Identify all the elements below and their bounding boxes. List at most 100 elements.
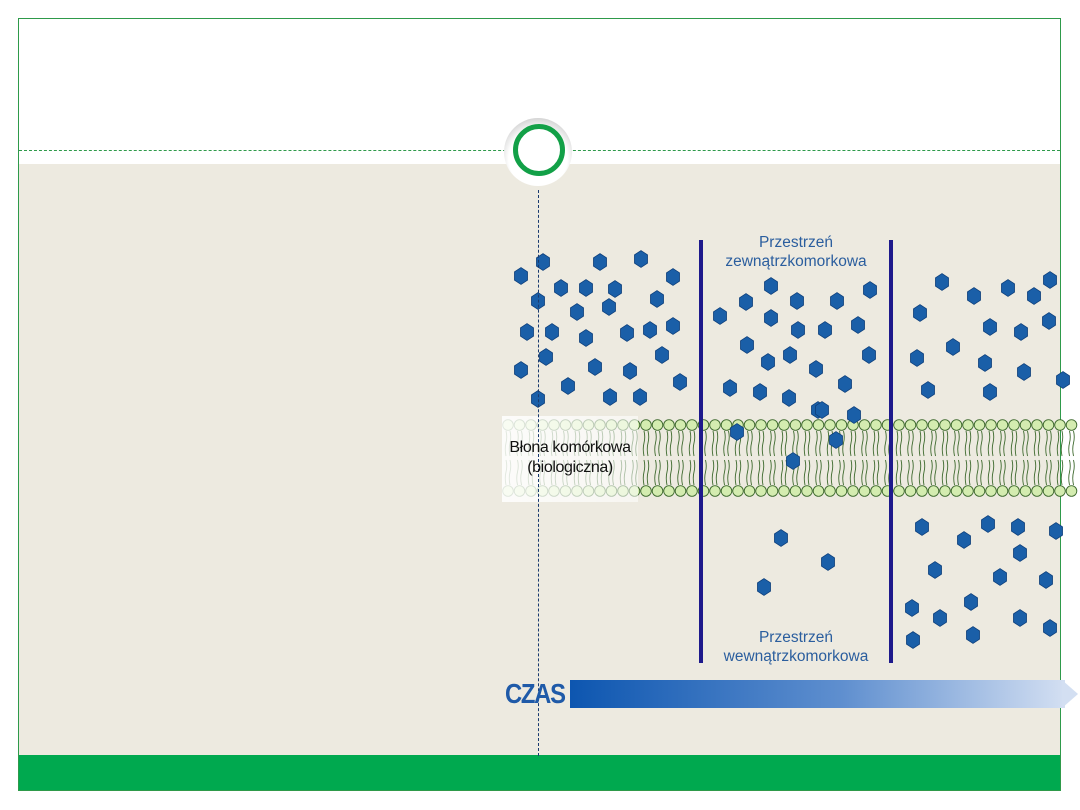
lipid-head — [962, 485, 974, 497]
hexagon-molecule-icon — [730, 423, 744, 441]
hexagon-molecule-icon — [633, 388, 647, 406]
lipid-tail — [1022, 459, 1025, 486]
lipid-tail — [853, 459, 857, 486]
lipid-tail — [692, 459, 696, 486]
lipid-tail — [968, 430, 972, 457]
lipid-tail — [1037, 430, 1041, 457]
hexagon-molecule-icon — [623, 362, 637, 380]
lipid-tail — [945, 430, 949, 457]
hexagon-molecule-icon — [818, 321, 832, 339]
hexagon-molecule-icon — [1056, 371, 1070, 389]
lipid-tail — [704, 459, 707, 486]
lipid-tail — [895, 459, 899, 486]
hexagon-molecule-icon — [862, 346, 876, 364]
lipid-tail — [646, 459, 650, 486]
lipid-tail — [819, 459, 822, 486]
lipid-tail — [746, 430, 749, 457]
lipid-head — [973, 485, 986, 497]
lipid-tail — [842, 430, 845, 457]
lipid-head — [939, 419, 951, 431]
hexagon-molecule-icon — [1013, 544, 1027, 562]
hexagon-molecule-icon — [579, 279, 593, 297]
hexagon-molecule-icon — [906, 631, 920, 649]
lipid-head — [789, 485, 802, 497]
lipid-tail — [711, 430, 715, 457]
hexagon-molecule-icon — [821, 553, 835, 571]
hexagon-molecule-icon — [514, 267, 528, 285]
hexagon-molecule-icon — [666, 268, 680, 286]
lipid-tail — [1049, 459, 1052, 486]
lipid-tail — [1026, 430, 1029, 457]
lipid-head — [996, 485, 1009, 497]
hexagon-molecule-icon — [966, 626, 980, 644]
hexagon-molecule-icon — [847, 406, 861, 424]
lipid-tail — [853, 430, 857, 457]
time-arrow — [570, 680, 1078, 708]
lipid-tail — [838, 459, 841, 486]
lipid-tail — [715, 459, 719, 486]
hexagon-molecule-icon — [983, 318, 997, 336]
lipid-tail — [922, 459, 926, 486]
lipid-tail — [1010, 430, 1014, 457]
lipid-tail — [819, 430, 822, 457]
lipid-tail — [677, 430, 680, 457]
lipid-head — [663, 419, 675, 431]
lipid-tail — [865, 459, 868, 486]
lipid-head — [824, 485, 836, 497]
hexagon-molecule-icon — [838, 375, 852, 393]
hexagon-molecule-icon — [1043, 271, 1057, 289]
hexagon-molecule-icon — [921, 381, 935, 399]
lipid-head — [870, 419, 882, 431]
lipid-tail — [957, 459, 960, 486]
lipid-head — [939, 485, 951, 497]
lipid-tail — [746, 459, 749, 486]
lipid-tail — [711, 459, 715, 486]
lipid-tail — [734, 459, 738, 486]
lipid-tail — [1056, 459, 1060, 486]
hexagon-molecule-icon — [739, 293, 753, 311]
lipid-tail — [861, 459, 864, 486]
hexagon-molecule-icon — [978, 354, 992, 372]
molecules-group — [514, 250, 1070, 649]
lipid-tail — [642, 459, 646, 486]
hexagon-molecule-icon — [1011, 518, 1025, 536]
lipid-tail — [976, 459, 979, 486]
membrane-label: Błona komórkowa (biologiczna) — [502, 438, 638, 478]
extracellular-label-text: Przestrzeń zewnątrzkomorkowa — [725, 234, 867, 270]
lipid-tail — [1072, 459, 1075, 486]
membrane-label-line2: (biologiczna) — [527, 459, 613, 476]
lipid-tail — [945, 459, 949, 486]
hexagon-molecule-icon — [757, 578, 771, 596]
lipid-tail — [723, 430, 726, 457]
hexagon-molecule-icon — [1001, 279, 1015, 297]
lipid-tail — [815, 430, 818, 457]
lipid-head — [651, 485, 664, 497]
lipid-tail — [872, 459, 876, 486]
lipid-head — [985, 485, 997, 497]
lipid-tail — [761, 459, 765, 486]
membrane-fade-overlay — [502, 416, 638, 502]
lipid-tail — [757, 430, 761, 457]
lipid-tail — [1003, 459, 1006, 486]
hexagon-molecule-icon — [761, 353, 775, 371]
lipid-tail — [665, 430, 669, 457]
lipid-head — [743, 419, 756, 431]
lipid-head — [858, 419, 871, 431]
hexagon-molecule-icon — [910, 349, 924, 367]
lipid-tail — [849, 430, 853, 457]
lipid-tail — [803, 430, 807, 457]
lipid-tail — [723, 459, 726, 486]
lipid-tail — [895, 430, 899, 457]
lipid-head — [893, 485, 905, 497]
hexagon-molecule-icon — [1043, 619, 1057, 637]
lipid-tail — [1033, 430, 1037, 457]
lipid-head — [824, 419, 836, 431]
hexagon-molecule-icon — [774, 529, 788, 547]
hexagon-molecule-icon — [815, 401, 829, 419]
lipid-head — [962, 419, 974, 431]
hexagon-molecule-icon — [786, 452, 800, 470]
hexagon-molecule-icon — [983, 383, 997, 401]
lipid-head — [686, 485, 698, 497]
lipid-tail — [669, 430, 673, 457]
lipid-head — [801, 419, 813, 431]
